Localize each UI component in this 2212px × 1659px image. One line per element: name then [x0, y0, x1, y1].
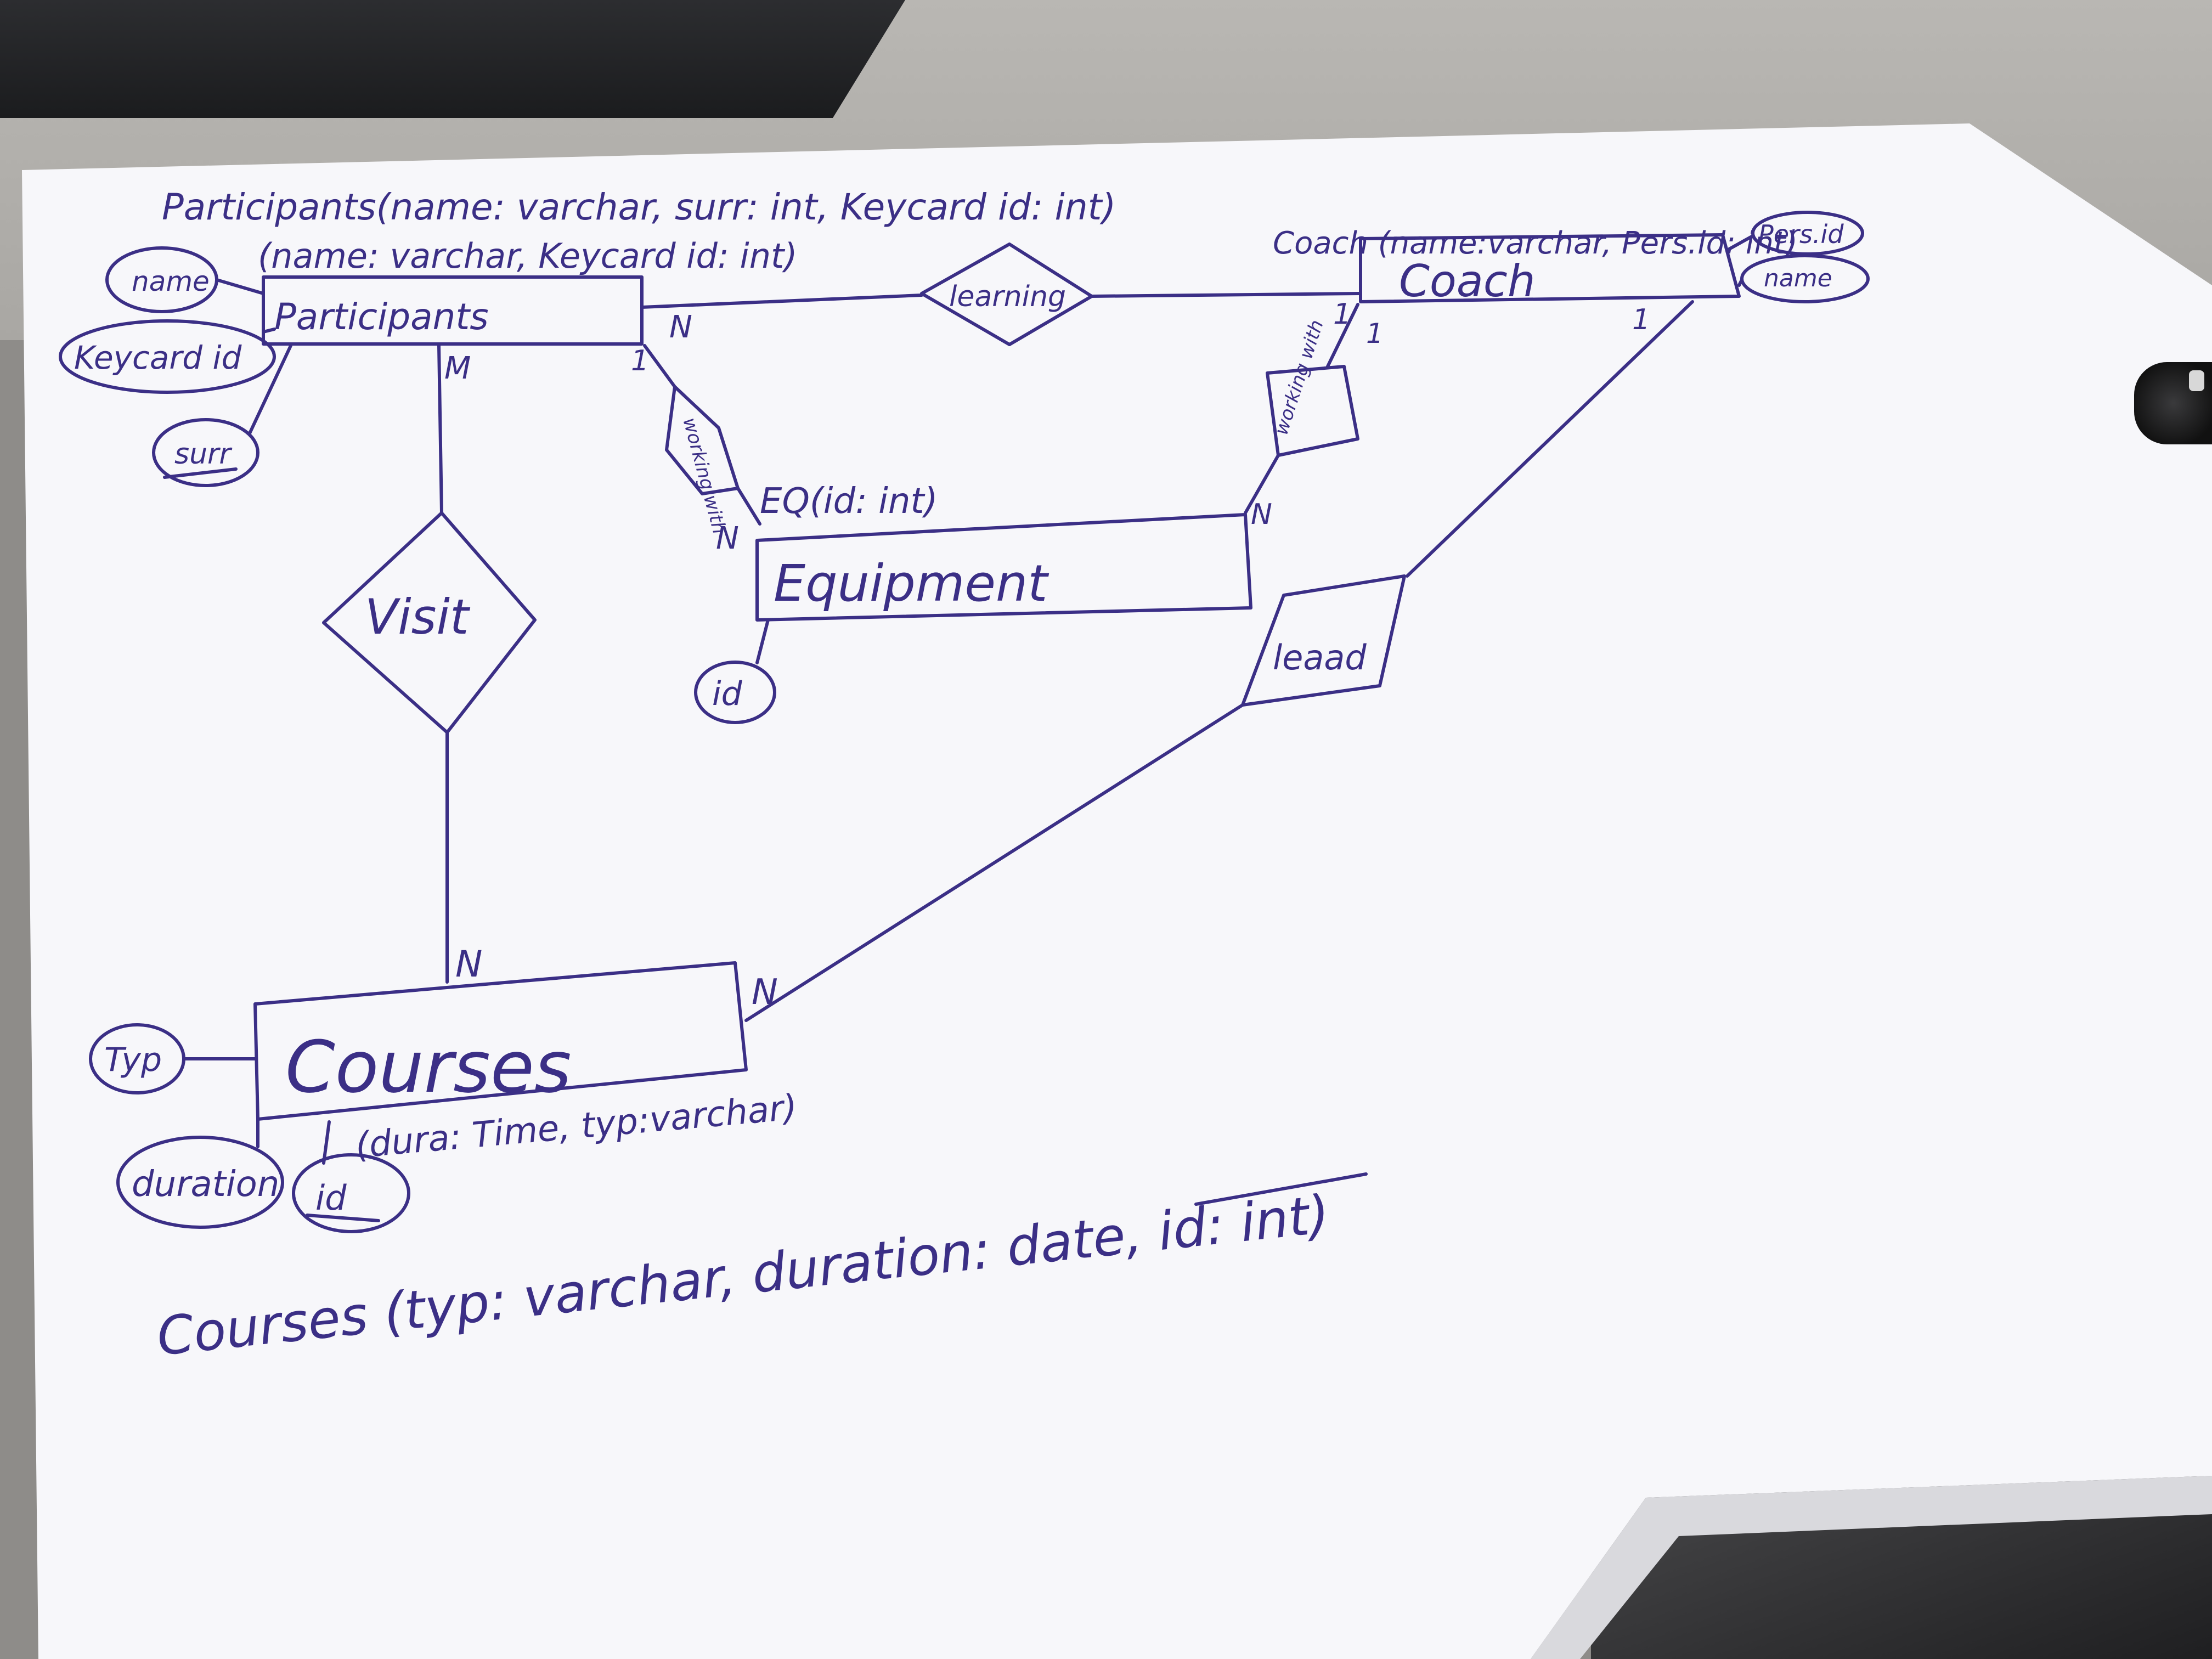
coach-entity-box — [1359, 233, 1741, 303]
participants-learning-cardinality: N — [669, 309, 692, 345]
coach-name-attribute-label: name — [1764, 264, 1832, 292]
working-with-left-diamond — [665, 385, 740, 495]
coach-entity-label: Coach — [1399, 256, 1536, 307]
coach-lead-cardinality: 1 — [1632, 303, 1650, 336]
surr-attribute-label: surr — [174, 438, 233, 471]
duration-attribute-oval — [116, 1136, 284, 1229]
course-id-attribute-label: id — [315, 1178, 347, 1218]
paper-shadow — [1531, 1476, 2212, 1659]
lead-relationship-diamond — [1241, 574, 1406, 707]
equipment-id-attribute-oval — [694, 661, 776, 724]
course-id-key-underline — [306, 1214, 380, 1222]
participants-visit-link — [437, 344, 443, 515]
participants-working-cardinality: 1 — [631, 345, 649, 377]
course-id-attribute-oval — [292, 1153, 410, 1233]
learning-relationship-label: learning — [949, 280, 1066, 313]
pers-id-attribute-link — [1726, 234, 1754, 251]
participants-entity-label: Participants — [274, 296, 489, 338]
equipment-id-attribute-label: id — [712, 675, 743, 713]
surr-attribute-link — [248, 344, 292, 435]
equipment-id-attribute-link — [755, 618, 770, 664]
visit-relationship-label: Visit — [365, 589, 471, 645]
participants-working-left-link — [643, 344, 676, 388]
coach-working-cardinality: 1 — [1366, 318, 1384, 349]
courses-visit-cardinality: N — [455, 943, 482, 985]
surr-key-underline — [163, 467, 238, 479]
participants-visit-cardinality: M — [444, 351, 471, 386]
participants-learning-link — [640, 294, 923, 309]
duration-attribute-label: duration — [132, 1164, 279, 1205]
equipment-working-right-cardinality: N — [1251, 498, 1272, 531]
participants-schema: Participants(name: varchar, surr: int, K… — [162, 186, 1116, 228]
participants-schema-2: (name: varchar, Keycard id: int) — [258, 236, 798, 276]
keycard-id-attribute-link — [262, 328, 276, 334]
courses-entity-label: Courses — [285, 1025, 572, 1109]
working-right-equipment-link — [1244, 454, 1280, 515]
participants-entity-box — [262, 275, 644, 346]
typ-attribute-label: Typ — [104, 1041, 162, 1079]
coach-name-attribute-link — [1737, 278, 1743, 287]
name-attribute-link — [215, 278, 265, 295]
course-id-attribute-link — [322, 1120, 331, 1165]
laptop-edge — [0, 0, 905, 118]
equipment-entity-label: Equipment — [774, 554, 1049, 613]
courses-id-key-underline — [1194, 1172, 1368, 1206]
learning-coach-link — [1090, 292, 1362, 298]
equipment-schema: EQ(id: int) — [760, 481, 938, 522]
lead-relationship-label: leaad — [1273, 637, 1367, 678]
equipment-working-left-cardinality: N — [716, 521, 739, 556]
coach-working-right-link — [1326, 303, 1359, 368]
pers-id-attribute-oval — [1751, 211, 1864, 256]
name-attribute-label: name — [132, 266, 210, 297]
working-with-right-diamond — [1266, 365, 1359, 457]
surr-attribute-oval — [152, 418, 259, 487]
keycard-id-attribute-oval — [59, 319, 276, 394]
courses-entity-box — [253, 961, 748, 1121]
visit-relationship-diamond — [322, 511, 537, 734]
paper — [22, 123, 2212, 1659]
courses-lead-cardinality: N — [752, 972, 778, 1013]
pers-id-attribute-label: Pers.id — [1758, 219, 1844, 249]
coach-lead-link — [1406, 300, 1694, 578]
working-left-equipment-link — [736, 487, 761, 526]
keycard-id-attribute-label: Keycard id — [74, 339, 242, 376]
pen-highlight — [2189, 370, 2204, 391]
equipment-entity-box — [755, 513, 1252, 622]
lead-courses-link — [744, 703, 1244, 1022]
